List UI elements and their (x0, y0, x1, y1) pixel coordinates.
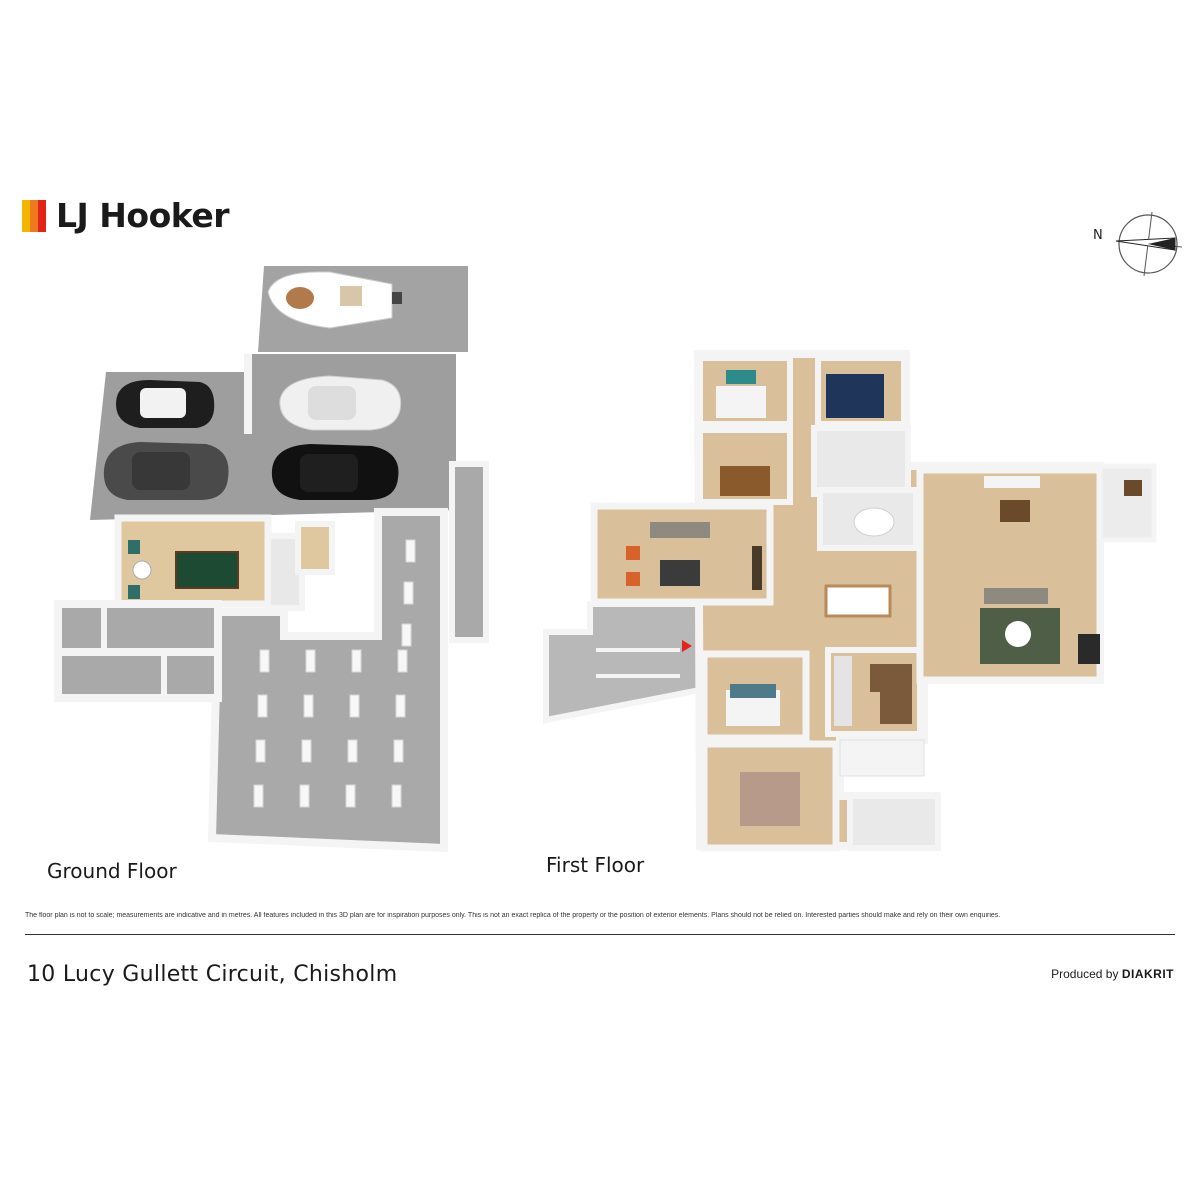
producer-credit: Produced by DIAKRIT (1051, 967, 1174, 981)
floor-plans (54, 266, 1157, 853)
compass-rose-icon (1115, 211, 1183, 277)
bathroom (811, 425, 911, 497)
logo-bar-yellow (22, 199, 30, 232)
car-icon (271, 444, 399, 500)
logo-bar-orange (30, 199, 38, 232)
stair-landing (543, 601, 703, 724)
divider (25, 934, 1175, 935)
boat-icon (267, 271, 402, 329)
producer-brand: DIAKRIT (1121, 967, 1174, 981)
compass-north-label: N (1093, 228, 1103, 243)
car-icon (279, 375, 402, 431)
lounge (590, 502, 774, 606)
pool-table-icon (175, 551, 239, 589)
property-address: 10 Lucy Gullett Circuit, Chisholm (27, 962, 398, 987)
ground-floor-plan (54, 266, 489, 853)
disclaimer-text: The floor plan is not to scale; measurem… (25, 912, 1001, 919)
bedroom (700, 740, 840, 852)
producer-prefix: Produced by (1051, 967, 1119, 981)
logo-wordmark: LJ Hooker (56, 196, 229, 235)
logo-bar-red (38, 199, 46, 232)
subfloor-piers (253, 539, 416, 808)
ground-floor-label: Ground Floor (47, 859, 177, 883)
dining-table-icon (824, 584, 892, 618)
lj-hooker-logo: LJ Hooker (22, 196, 229, 235)
entry-marker (682, 640, 692, 652)
car-icon (116, 380, 215, 428)
car-icon (103, 442, 229, 500)
first-floor-label: First Floor (546, 853, 645, 877)
ensuite (847, 793, 941, 851)
subfloor-area (207, 508, 448, 853)
laundry (839, 739, 925, 777)
balcony (1097, 463, 1157, 543)
first-floor-plan (543, 350, 1157, 852)
